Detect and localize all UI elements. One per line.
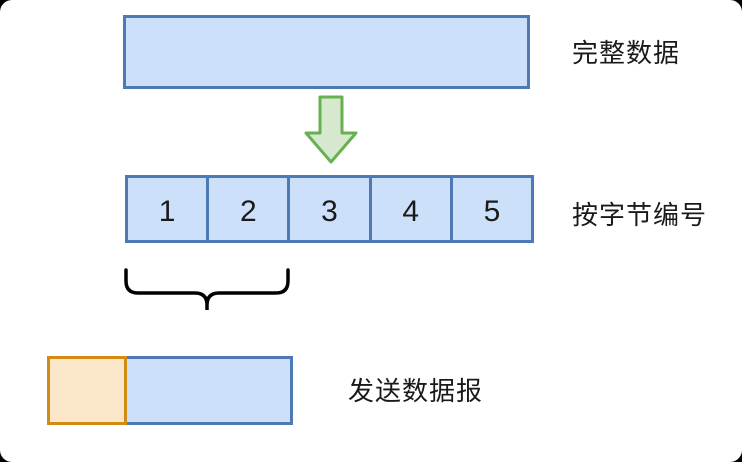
byte-segment-row: 1 2 3 4 5 [125,175,534,243]
byte-numbering-label: 按字节编号 [572,200,708,230]
byte-cell-3: 3 [290,178,372,240]
underbrace-shape [118,266,296,316]
byte-cell-5: 5 [483,195,501,228]
byte-cell-4: 4 [372,178,453,240]
byte-cell-1: 1 [128,178,210,240]
datagram-header-rect [47,356,127,425]
send-datagram-label: 发送数据报 [348,376,484,406]
complete-data-rect [123,15,530,89]
datagram-body-rect [124,356,293,425]
byte-cell-2: 2 [209,178,291,240]
complete-data-label: 完整数据 [572,38,681,68]
down-arrow-icon [303,95,359,165]
